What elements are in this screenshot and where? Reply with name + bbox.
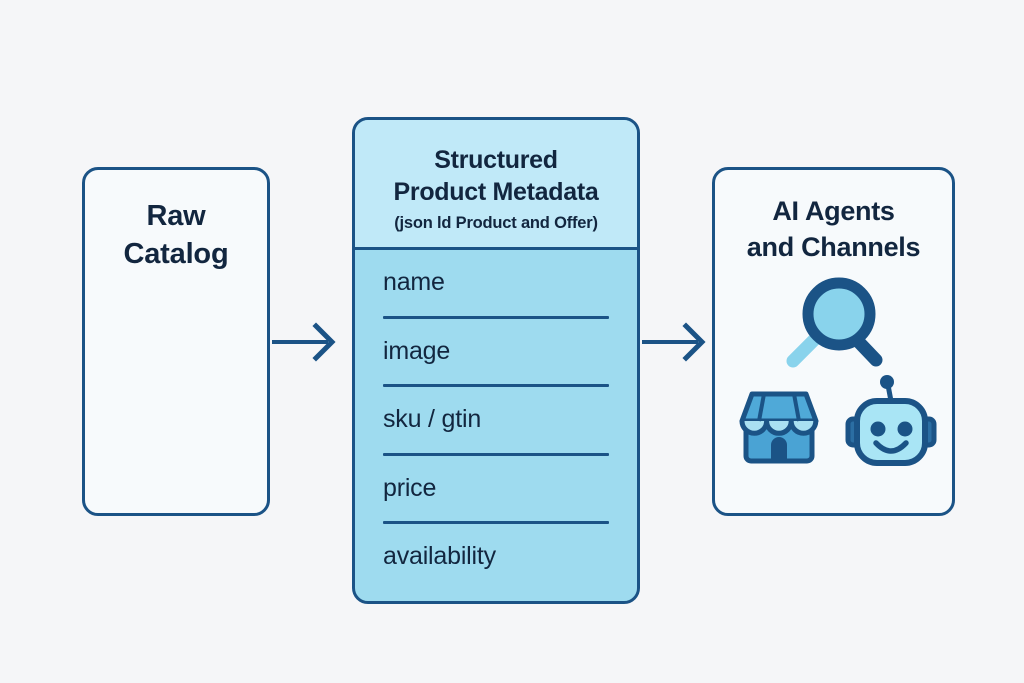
field-label-image: image xyxy=(383,336,451,365)
field-label-price: price xyxy=(383,473,437,502)
field-row: sku / gtin xyxy=(383,387,609,453)
ai-agents-card: AI Agents and Channels xyxy=(712,167,955,516)
field-label-sku-gtin: sku / gtin xyxy=(383,405,482,434)
field-divider xyxy=(383,384,609,387)
arrow-left-to-mid-icon xyxy=(272,320,342,369)
field-divider xyxy=(383,452,609,456)
arrow-mid-to-right-icon xyxy=(642,320,712,369)
field-divider xyxy=(383,315,609,319)
metadata-title-line2: Product Metadata xyxy=(393,178,599,206)
ai-agents-title-line1: AI Agents xyxy=(772,196,895,226)
field-row: price xyxy=(383,456,609,522)
metadata-title-line1: Structured xyxy=(434,146,558,174)
field-row: name xyxy=(383,250,609,316)
raw-catalog-title-line1: Raw xyxy=(146,200,206,232)
raw-catalog-card: Raw Catalog xyxy=(82,167,270,516)
ai-agents-title: AI Agents and Channels xyxy=(746,193,921,265)
metadata-field-list: name image sku / gtin price availability xyxy=(355,250,637,590)
agent-icon-group xyxy=(721,273,946,488)
magnifying-glass-icon xyxy=(783,273,887,378)
storefront-icon xyxy=(733,383,825,476)
raw-catalog-title: Raw Catalog xyxy=(124,197,229,274)
field-row: availability xyxy=(383,524,609,590)
robot-head-icon xyxy=(845,373,937,474)
field-label-availability: availability xyxy=(383,542,496,571)
raw-catalog-title-line2: Catalog xyxy=(123,238,229,271)
structured-metadata-card: Structured Product Metadata (json ld Pro… xyxy=(352,117,640,604)
field-divider xyxy=(383,521,609,524)
structured-metadata-header: Structured Product Metadata (json ld Pro… xyxy=(355,120,637,250)
metadata-subtitle: (json ld Product and Offer) xyxy=(394,214,598,232)
field-row: image xyxy=(383,319,609,385)
ai-agents-title-line2: and Channels xyxy=(746,232,921,263)
field-label-name: name xyxy=(383,268,445,297)
